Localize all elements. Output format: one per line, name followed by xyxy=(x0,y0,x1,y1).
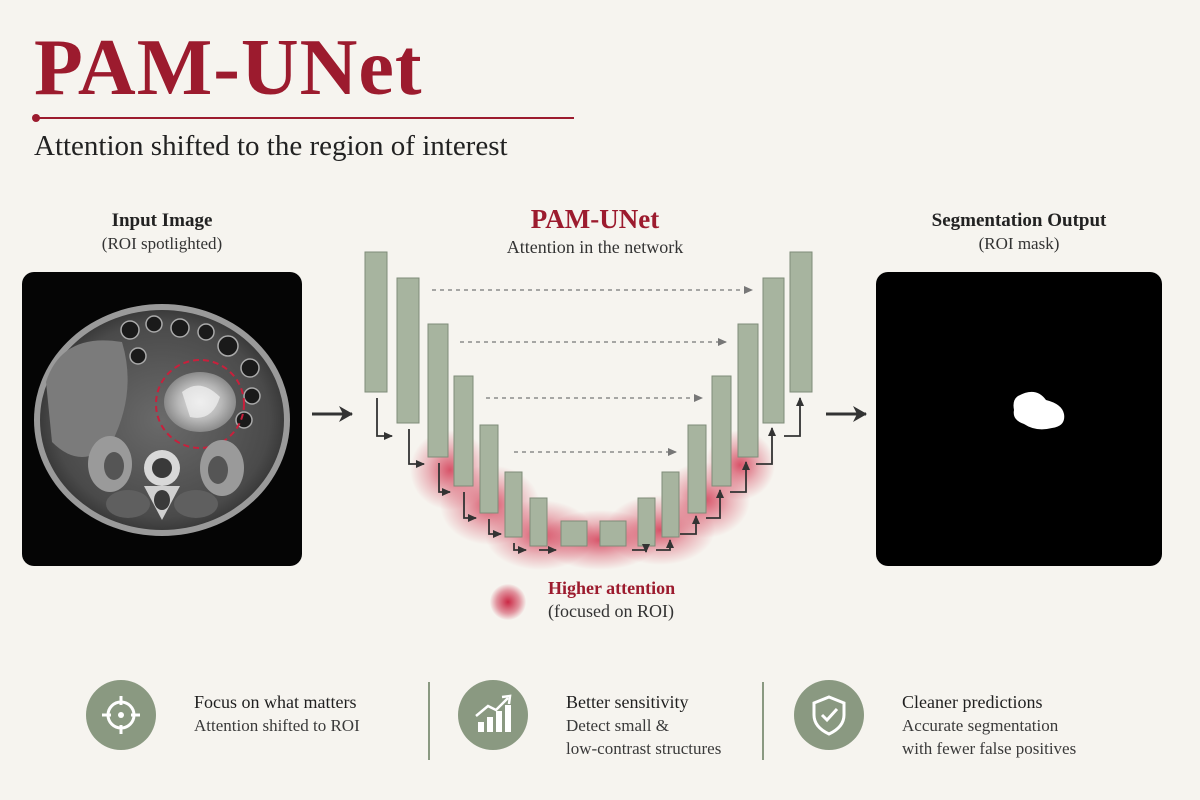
feature-desc-line1: Accurate segmentation xyxy=(902,716,1059,735)
bottleneck-block-1 xyxy=(560,520,588,547)
input-image-heading: Input Image (ROI spotlighted) xyxy=(22,210,302,254)
feature-text: Focus on what matters Attention shifted … xyxy=(194,692,454,736)
encoder-block-2 xyxy=(396,277,420,424)
decoder-block-2 xyxy=(661,471,680,538)
feature-text: Better sensitivity Detect small & low-co… xyxy=(566,692,826,759)
bottleneck-blocks xyxy=(560,520,627,547)
encoder-block-1 xyxy=(364,251,388,393)
feature-sensitivity: Better sensitivity Detect small & low-co… xyxy=(458,676,758,766)
feature-icon-circle xyxy=(458,680,528,750)
bar-chart-growth-icon xyxy=(475,694,512,732)
encoder-block-3 xyxy=(427,323,449,458)
decoder-block-6 xyxy=(762,277,785,424)
feature-title: Cleaner predictions xyxy=(902,692,1043,712)
title-underline-dot xyxy=(32,114,40,122)
ct-scan-illustration xyxy=(34,304,290,536)
attention-legend-label: Higher attention xyxy=(548,578,676,598)
decoder-blocks xyxy=(637,251,813,547)
feature-desc-line2: low-contrast structures xyxy=(566,739,722,758)
feature-text: Cleaner predictions Accurate segmentatio… xyxy=(902,692,1162,759)
feature-desc-line1: Detect small & xyxy=(566,716,669,735)
title-underline xyxy=(34,117,574,119)
page-title: PAM-UNet xyxy=(34,24,423,112)
encoder-down-arrows xyxy=(376,398,557,554)
input-image-caption: (ROI spotlighted) xyxy=(101,234,223,253)
encoder-block-7 xyxy=(529,497,548,547)
bottleneck-block-2 xyxy=(599,520,627,547)
encoder-blocks xyxy=(364,251,548,547)
feature-desc-line1: Attention shifted to ROI xyxy=(194,716,360,735)
decoder-block-7 xyxy=(789,251,813,393)
crosshair-icon xyxy=(102,696,140,734)
attention-legend-caption: (focused on ROI) xyxy=(548,601,674,621)
feature-title: Focus on what matters xyxy=(194,692,357,712)
decoder-block-4 xyxy=(711,375,732,487)
decoder-block-3 xyxy=(687,424,707,514)
page-subtitle: Attention shifted to the region of inter… xyxy=(34,130,508,162)
shield-check-icon xyxy=(812,695,846,736)
decoder-block-1 xyxy=(637,497,656,547)
feature-focus: Focus on what matters Attention shifted … xyxy=(86,676,416,766)
ct-scan-image xyxy=(22,272,302,566)
attention-legend-swatch xyxy=(490,584,526,620)
encoder-block-4 xyxy=(453,375,474,487)
network-heading: PAM-UNet Attention in the network xyxy=(440,204,750,258)
encoder-block-6 xyxy=(504,471,523,538)
feature-cleaner: Cleaner predictions Accurate segmentatio… xyxy=(794,676,1154,766)
network-caption: Attention in the network xyxy=(506,237,684,257)
feature-divider-2 xyxy=(762,682,764,760)
decoder-up-arrows xyxy=(632,397,804,553)
output-caption: (ROI mask) xyxy=(978,234,1060,253)
feature-desc-line2: with fewer false positives xyxy=(902,739,1077,758)
decoder-block-5 xyxy=(737,323,759,458)
feature-title: Better sensitivity xyxy=(566,692,689,712)
output-title: Segmentation Output xyxy=(931,210,1107,231)
feature-icon-circle xyxy=(86,680,156,750)
attention-glow xyxy=(410,430,775,570)
encoder-block-5 xyxy=(479,424,499,514)
network-title: PAM-UNet xyxy=(530,204,660,234)
feature-divider-1 xyxy=(428,682,430,760)
roi-mask-shape xyxy=(1013,391,1065,430)
output-heading: Segmentation Output (ROI mask) xyxy=(876,210,1162,254)
segmentation-mask-image xyxy=(876,272,1162,566)
input-image-title: Input Image xyxy=(111,210,213,231)
segmentation-mask-illustration xyxy=(1013,391,1065,430)
attention-legend-text: Higher attention (focused on ROI) xyxy=(548,578,768,622)
feature-icon-circle xyxy=(794,680,864,750)
skip-connections xyxy=(432,286,753,456)
